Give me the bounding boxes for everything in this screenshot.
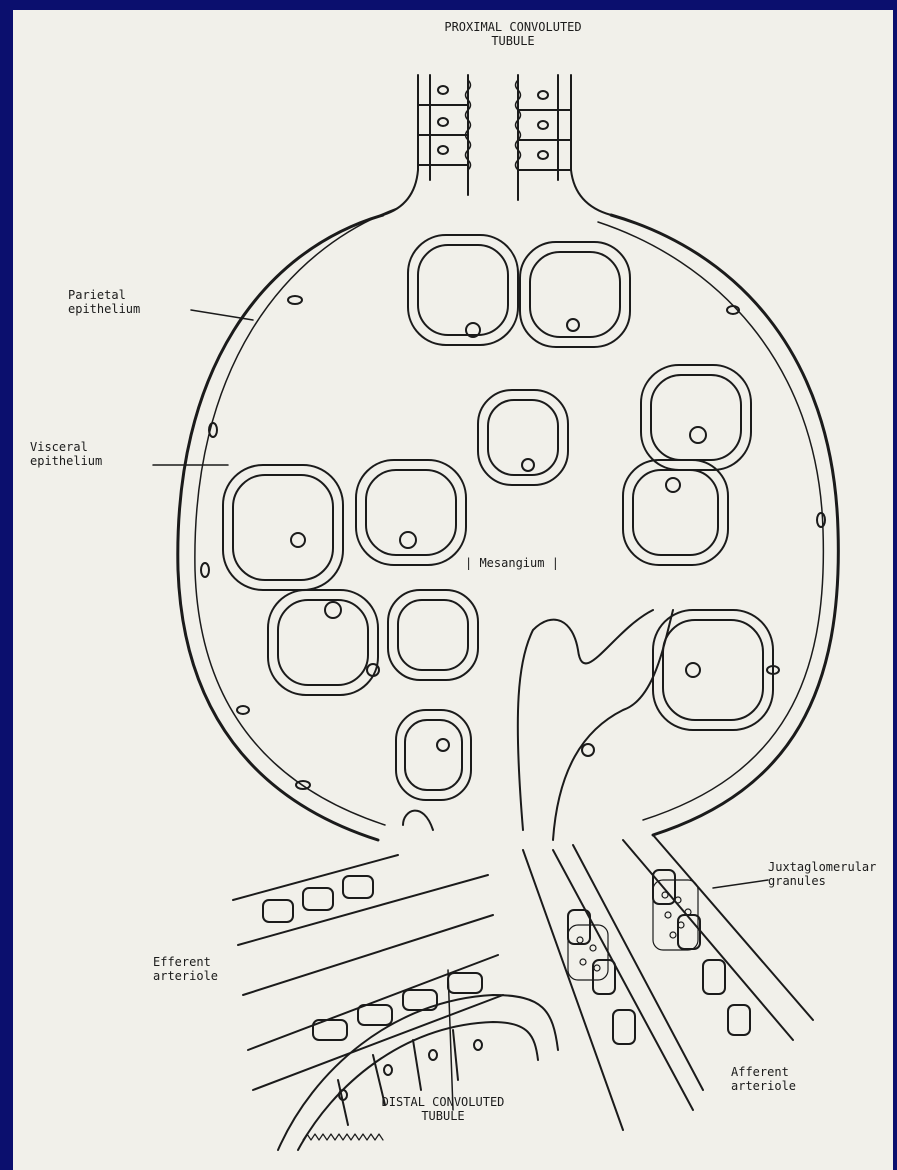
juxtaglomerular-granules-label: Juxtaglomerular granules (768, 860, 876, 888)
parietal-label-line2: epithelium (68, 302, 140, 316)
diagram-frame: PROXIMAL CONVOLUTED TUBULE Parietal epit… (13, 10, 893, 1170)
afferent-arteriole-label: Afferent arteriole (731, 1065, 796, 1093)
distal-tubule-label: DISTAL CONVOLUTED TUBULE (343, 1095, 543, 1123)
efferent-arteriole (233, 855, 503, 1090)
parietal-label-line1: Parietal (68, 288, 140, 302)
efferent-label-line1: Efferent (153, 955, 218, 969)
efferent-arteriole-label: Efferent arteriole (153, 955, 218, 983)
mesangium-stalk (403, 610, 673, 840)
proximal-tubule-label: PROXIMAL CONVOLUTED TUBULE (408, 20, 618, 48)
visceral-label-line1: Visceral (30, 440, 102, 454)
visceral-epithelium-label: Visceral epithelium (30, 440, 102, 468)
mesangium-label: | Mesangium | (465, 556, 559, 570)
efferent-label-line2: arteriole (153, 969, 218, 983)
visceral-label-line2: epithelium (30, 454, 102, 468)
juxta-label-line1: Juxtaglomerular (768, 860, 876, 874)
distal-label-line2: TUBULE (343, 1109, 543, 1123)
proximal-tubule (383, 75, 611, 215)
distal-label-line1: DISTAL CONVOLUTED (343, 1095, 543, 1109)
glomerulus-diagram (13, 10, 893, 1170)
proximal-label-line1: PROXIMAL CONVOLUTED (408, 20, 618, 34)
parietal-epithelium-label: Parietal epithelium (68, 288, 140, 316)
proximal-label-line2: TUBULE (408, 34, 618, 48)
afferent-label-line1: Afferent (731, 1065, 796, 1079)
leader-lines (153, 310, 768, 1110)
distal-tubule (278, 995, 558, 1150)
juxta-label-line2: granules (768, 874, 876, 888)
capillary-loops (223, 235, 773, 800)
afferent-label-line2: arteriole (731, 1079, 796, 1093)
